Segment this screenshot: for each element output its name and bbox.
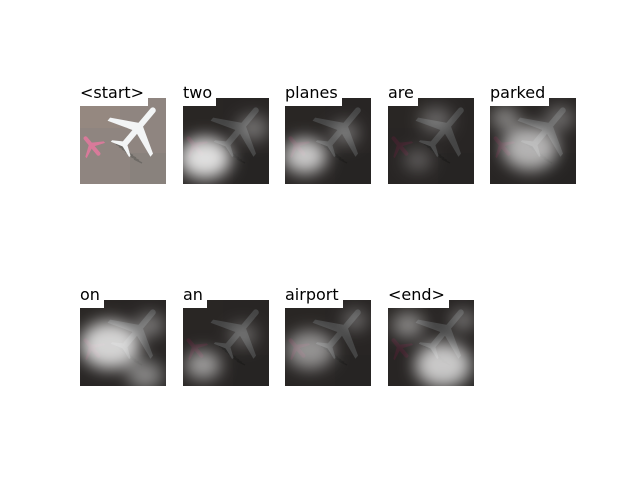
caption-word: an (183, 286, 207, 308)
attention-highlight (404, 107, 452, 172)
attention-highlight (285, 121, 359, 174)
attention-highlight (185, 323, 257, 380)
caption-word: on (80, 286, 104, 308)
caption-word: <end> (388, 286, 449, 308)
caption-word: <start> (80, 84, 149, 106)
airplane-large (107, 107, 156, 158)
attention-map (80, 300, 166, 386)
attention-highlight (491, 106, 574, 171)
caption-word: two (183, 84, 217, 106)
caption-word: airport (285, 286, 343, 308)
attention-map (388, 98, 474, 184)
attention-map (285, 98, 371, 184)
attention-map (183, 300, 269, 386)
caption-word: planes (285, 84, 342, 106)
source-image (80, 98, 166, 184)
caption-word: parked (490, 84, 550, 106)
airplane-small (83, 136, 106, 159)
attention-map (388, 300, 474, 386)
attention-highlight (80, 313, 164, 386)
attention-map (285, 300, 371, 386)
attention-highlight (183, 115, 269, 179)
caption-word: are (388, 84, 418, 106)
attention-highlight (392, 310, 474, 386)
attention-map (183, 98, 269, 184)
attention-map (490, 98, 576, 184)
attention-highlight (286, 310, 367, 370)
